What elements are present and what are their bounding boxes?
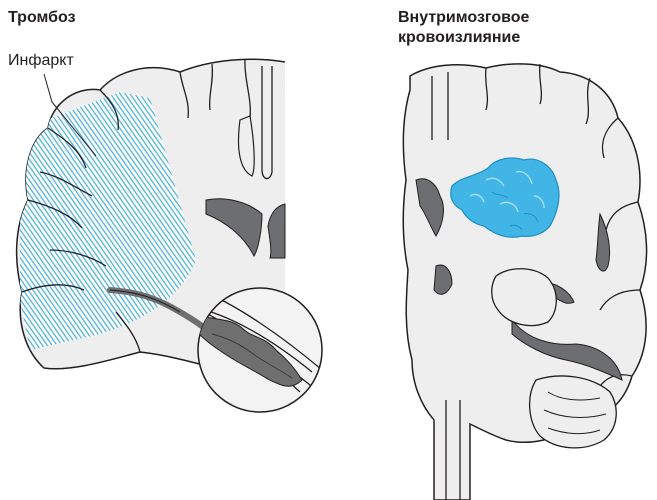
cerebellum-outline <box>530 376 617 448</box>
right-brain-section <box>403 64 646 500</box>
